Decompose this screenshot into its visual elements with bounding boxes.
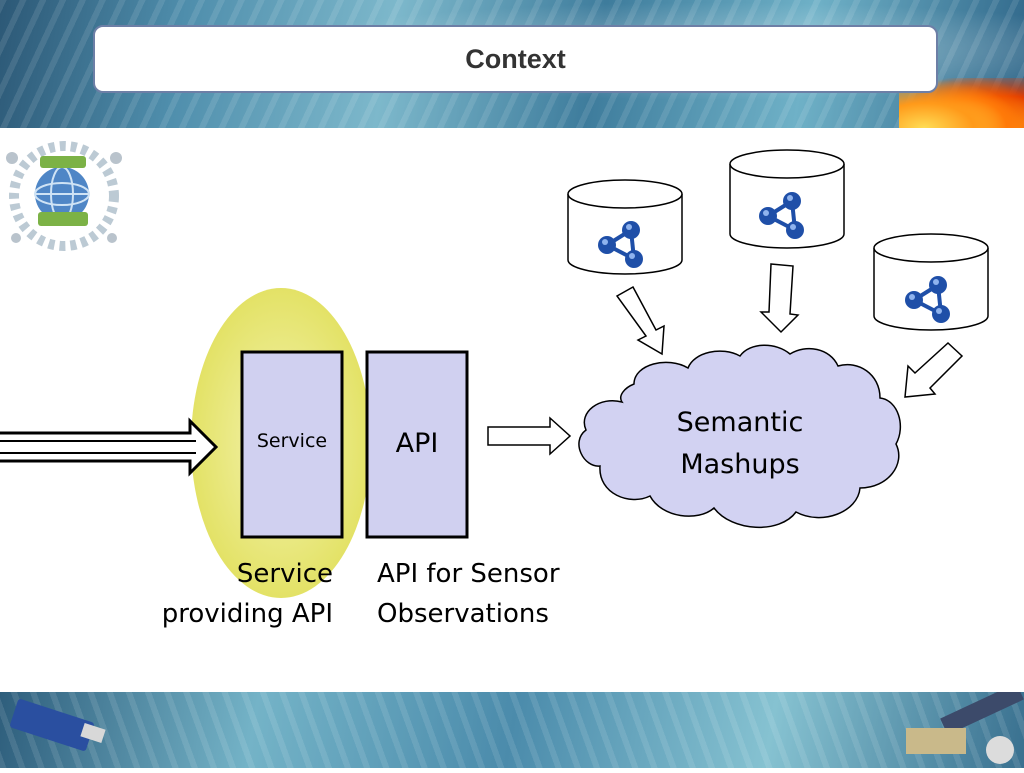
semantic-mashups-cloud	[578, 344, 902, 529]
cloud-label-line1: Semantic	[676, 407, 804, 438]
source-arrow-left	[615, 285, 665, 356]
title-box: Context	[93, 25, 938, 93]
satellite-image	[906, 683, 1024, 764]
cloud-label-line2: Mashups	[680, 449, 800, 480]
service-caption: Service providing API	[150, 554, 333, 634]
cloud-label: Semantic Mashups	[652, 402, 828, 486]
service-box-label: Service	[256, 430, 328, 452]
data-source-cylinder	[729, 149, 845, 249]
service-caption-line1: Service	[236, 559, 333, 589]
api-caption-line2: Observations	[377, 599, 549, 629]
sensor-board-image	[10, 699, 106, 751]
footer-banner	[0, 683, 1024, 768]
data-source-cylinder	[567, 179, 683, 275]
service-box	[240, 350, 344, 539]
slide-title: Context	[465, 43, 566, 74]
api-box-label: API	[395, 428, 439, 459]
source-arrow-right	[904, 341, 964, 398]
api-caption-line1: API for Sensor	[377, 559, 560, 589]
api-caption: API for Sensor Observations	[377, 554, 560, 634]
diagram-canvas	[0, 149, 989, 598]
data-source-cylinder	[873, 233, 989, 331]
service-caption-line2: providing API	[161, 599, 333, 629]
input-arrow	[0, 417, 219, 477]
source-arrow-middle	[759, 263, 800, 334]
api-to-mashups-arrow	[487, 416, 572, 456]
footer-decoration	[10, 683, 1024, 764]
api-box	[365, 350, 469, 539]
sensor-grid-logo	[6, 141, 122, 251]
